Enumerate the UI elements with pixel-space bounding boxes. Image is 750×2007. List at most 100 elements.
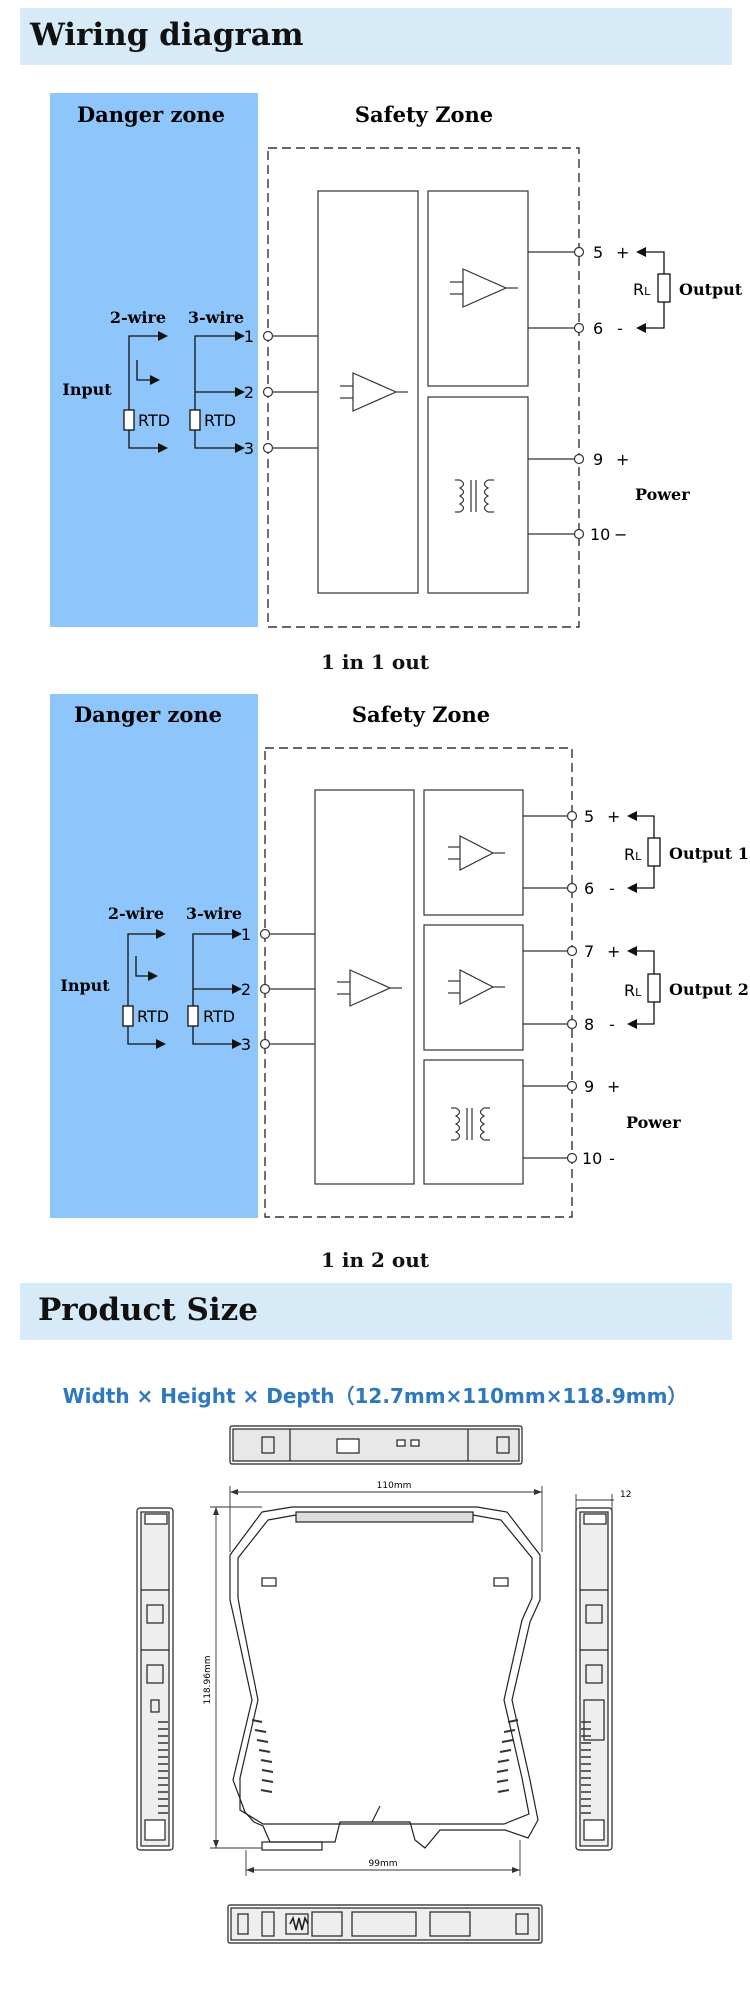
wiring-diagram-1in1out: Danger zone Safety Zone 1 2 3 Input 2-wi… bbox=[50, 93, 743, 628]
power-label: Power bbox=[635, 485, 690, 504]
rtd-label-3wire: RTD bbox=[203, 1007, 235, 1026]
wiring-diagram-1in2out: Danger zone Safety Zone 1 2 3 Input 2-w bbox=[50, 694, 749, 1218]
transformer-icon bbox=[451, 1107, 490, 1141]
power-module bbox=[427, 396, 529, 594]
terminal-sign-5: + bbox=[616, 243, 629, 262]
terminal-label-6: 6 bbox=[593, 319, 603, 338]
transformer-icon bbox=[455, 479, 494, 513]
terminal-2 bbox=[259, 983, 271, 995]
right-side-vents bbox=[581, 1721, 591, 1814]
front-view-vents bbox=[251, 1719, 519, 1793]
three-wire-rtd bbox=[187, 933, 232, 1045]
power-label: Power bbox=[626, 1113, 681, 1132]
rl-label: RL bbox=[633, 280, 651, 299]
two-wire-rtd bbox=[123, 335, 160, 449]
rl-label-2: RL bbox=[624, 981, 642, 1000]
rl-label-1: RL bbox=[624, 845, 642, 864]
terminal-sign-6: - bbox=[609, 879, 615, 898]
terminal-label-9: 9 bbox=[584, 1077, 594, 1096]
danger-zone-area bbox=[50, 93, 258, 627]
front-view-drawing bbox=[229, 1506, 541, 1851]
product-size-title: Product Size bbox=[38, 1292, 259, 1328]
output-amplifier-icon bbox=[450, 268, 518, 308]
terminal-sign-9: + bbox=[607, 1077, 620, 1096]
terminal-6 bbox=[566, 882, 578, 894]
terminal-7 bbox=[566, 945, 578, 957]
terminal-label-5: 5 bbox=[584, 807, 594, 826]
rtd-label-2wire: RTD bbox=[138, 411, 170, 430]
two-wire-label: 2-wire bbox=[110, 308, 166, 327]
dim-depth-label: 12 bbox=[620, 1490, 631, 1500]
output-label: Output bbox=[679, 280, 743, 299]
terminal-label-3: 3 bbox=[241, 1035, 251, 1054]
load-resistor-rl bbox=[645, 251, 671, 329]
output-module bbox=[427, 190, 529, 387]
terminal-sign-7: + bbox=[607, 942, 620, 961]
terminal-label-8: 8 bbox=[584, 1015, 594, 1034]
terminal-label-10: 10 bbox=[590, 525, 610, 544]
terminal-1 bbox=[262, 330, 274, 342]
output2-module bbox=[423, 924, 524, 1051]
terminal-9 bbox=[566, 1080, 578, 1092]
bottom-view-drawing bbox=[227, 1904, 543, 1944]
safety-zone-label: Safety Zone bbox=[352, 702, 490, 727]
terminal-2 bbox=[262, 386, 274, 398]
output1-amplifier-icon bbox=[448, 835, 505, 871]
bottom-view-spring bbox=[289, 1915, 309, 1931]
terminal-9 bbox=[573, 453, 585, 465]
terminal-3 bbox=[262, 442, 274, 454]
caption-1in1out: 1 in 1 out bbox=[321, 650, 429, 674]
top-view-drawing bbox=[229, 1425, 523, 1465]
right-side-view-drawing bbox=[575, 1507, 613, 1851]
load-resistor-rl-2 bbox=[636, 950, 661, 1025]
output1-label: Output 1 bbox=[669, 844, 749, 863]
dimensions-text: Width × Height × Depth（12.7mm×110mm×118.… bbox=[62, 1384, 688, 1408]
terminal-label-2: 2 bbox=[244, 383, 254, 402]
input-label: Input bbox=[62, 380, 112, 399]
power-module bbox=[423, 1059, 524, 1185]
wiring-diagram-header: Wiring diagram bbox=[20, 8, 732, 65]
danger-zone-area bbox=[50, 694, 258, 1218]
rtd-label-3wire: RTD bbox=[204, 411, 236, 430]
input-label: Input bbox=[60, 976, 110, 995]
terminal-5 bbox=[573, 246, 585, 258]
two-wire-rtd bbox=[122, 933, 158, 1045]
danger-zone-label: Danger zone bbox=[74, 702, 222, 727]
three-wire-label: 3-wire bbox=[186, 904, 242, 923]
dim-width-label: 110mm bbox=[377, 1481, 412, 1491]
load-resistor-rl-1 bbox=[636, 815, 661, 889]
two-wire-label: 2-wire bbox=[108, 904, 164, 923]
terminal-5 bbox=[566, 810, 578, 822]
terminal-1 bbox=[259, 928, 271, 940]
three-wire-rtd bbox=[189, 335, 235, 449]
terminal-sign-10: - bbox=[609, 1149, 615, 1168]
danger-zone-label: Danger zone bbox=[77, 102, 225, 127]
terminal-label-2: 2 bbox=[241, 980, 251, 999]
safety-zone-boundary bbox=[264, 747, 573, 1218]
terminal-label-1: 1 bbox=[241, 925, 251, 944]
terminal-label-7: 7 bbox=[584, 942, 594, 961]
output2-label: Output 2 bbox=[669, 980, 749, 999]
terminal-10 bbox=[573, 528, 585, 540]
wiring-diagram-title: Wiring diagram bbox=[30, 17, 304, 53]
output1-module bbox=[423, 789, 524, 916]
left-side-vents bbox=[158, 1721, 168, 1814]
terminal-label-9: 9 bbox=[593, 450, 603, 469]
product-size-header: Product Size bbox=[20, 1283, 732, 1340]
output2-amplifier-icon bbox=[448, 969, 505, 1005]
dim-height-label: 118.96mm bbox=[203, 1655, 213, 1704]
input-module bbox=[314, 789, 415, 1185]
terminal-sign-5: + bbox=[607, 807, 620, 826]
input-amplifier-icon bbox=[337, 969, 402, 1007]
safety-zone-boundary bbox=[267, 147, 580, 628]
terminal-sign-8: - bbox=[609, 1015, 615, 1034]
safety-zone-label: Safety Zone bbox=[355, 102, 493, 127]
left-side-view-drawing bbox=[136, 1507, 174, 1851]
terminal-label-10: 10 bbox=[582, 1149, 602, 1168]
caption-1in2out: 1 in 2 out bbox=[321, 1248, 429, 1272]
three-wire-label: 3-wire bbox=[188, 308, 244, 327]
terminal-3 bbox=[259, 1038, 271, 1050]
terminal-label-3: 3 bbox=[244, 439, 254, 458]
terminal-label-1: 1 bbox=[244, 327, 254, 346]
